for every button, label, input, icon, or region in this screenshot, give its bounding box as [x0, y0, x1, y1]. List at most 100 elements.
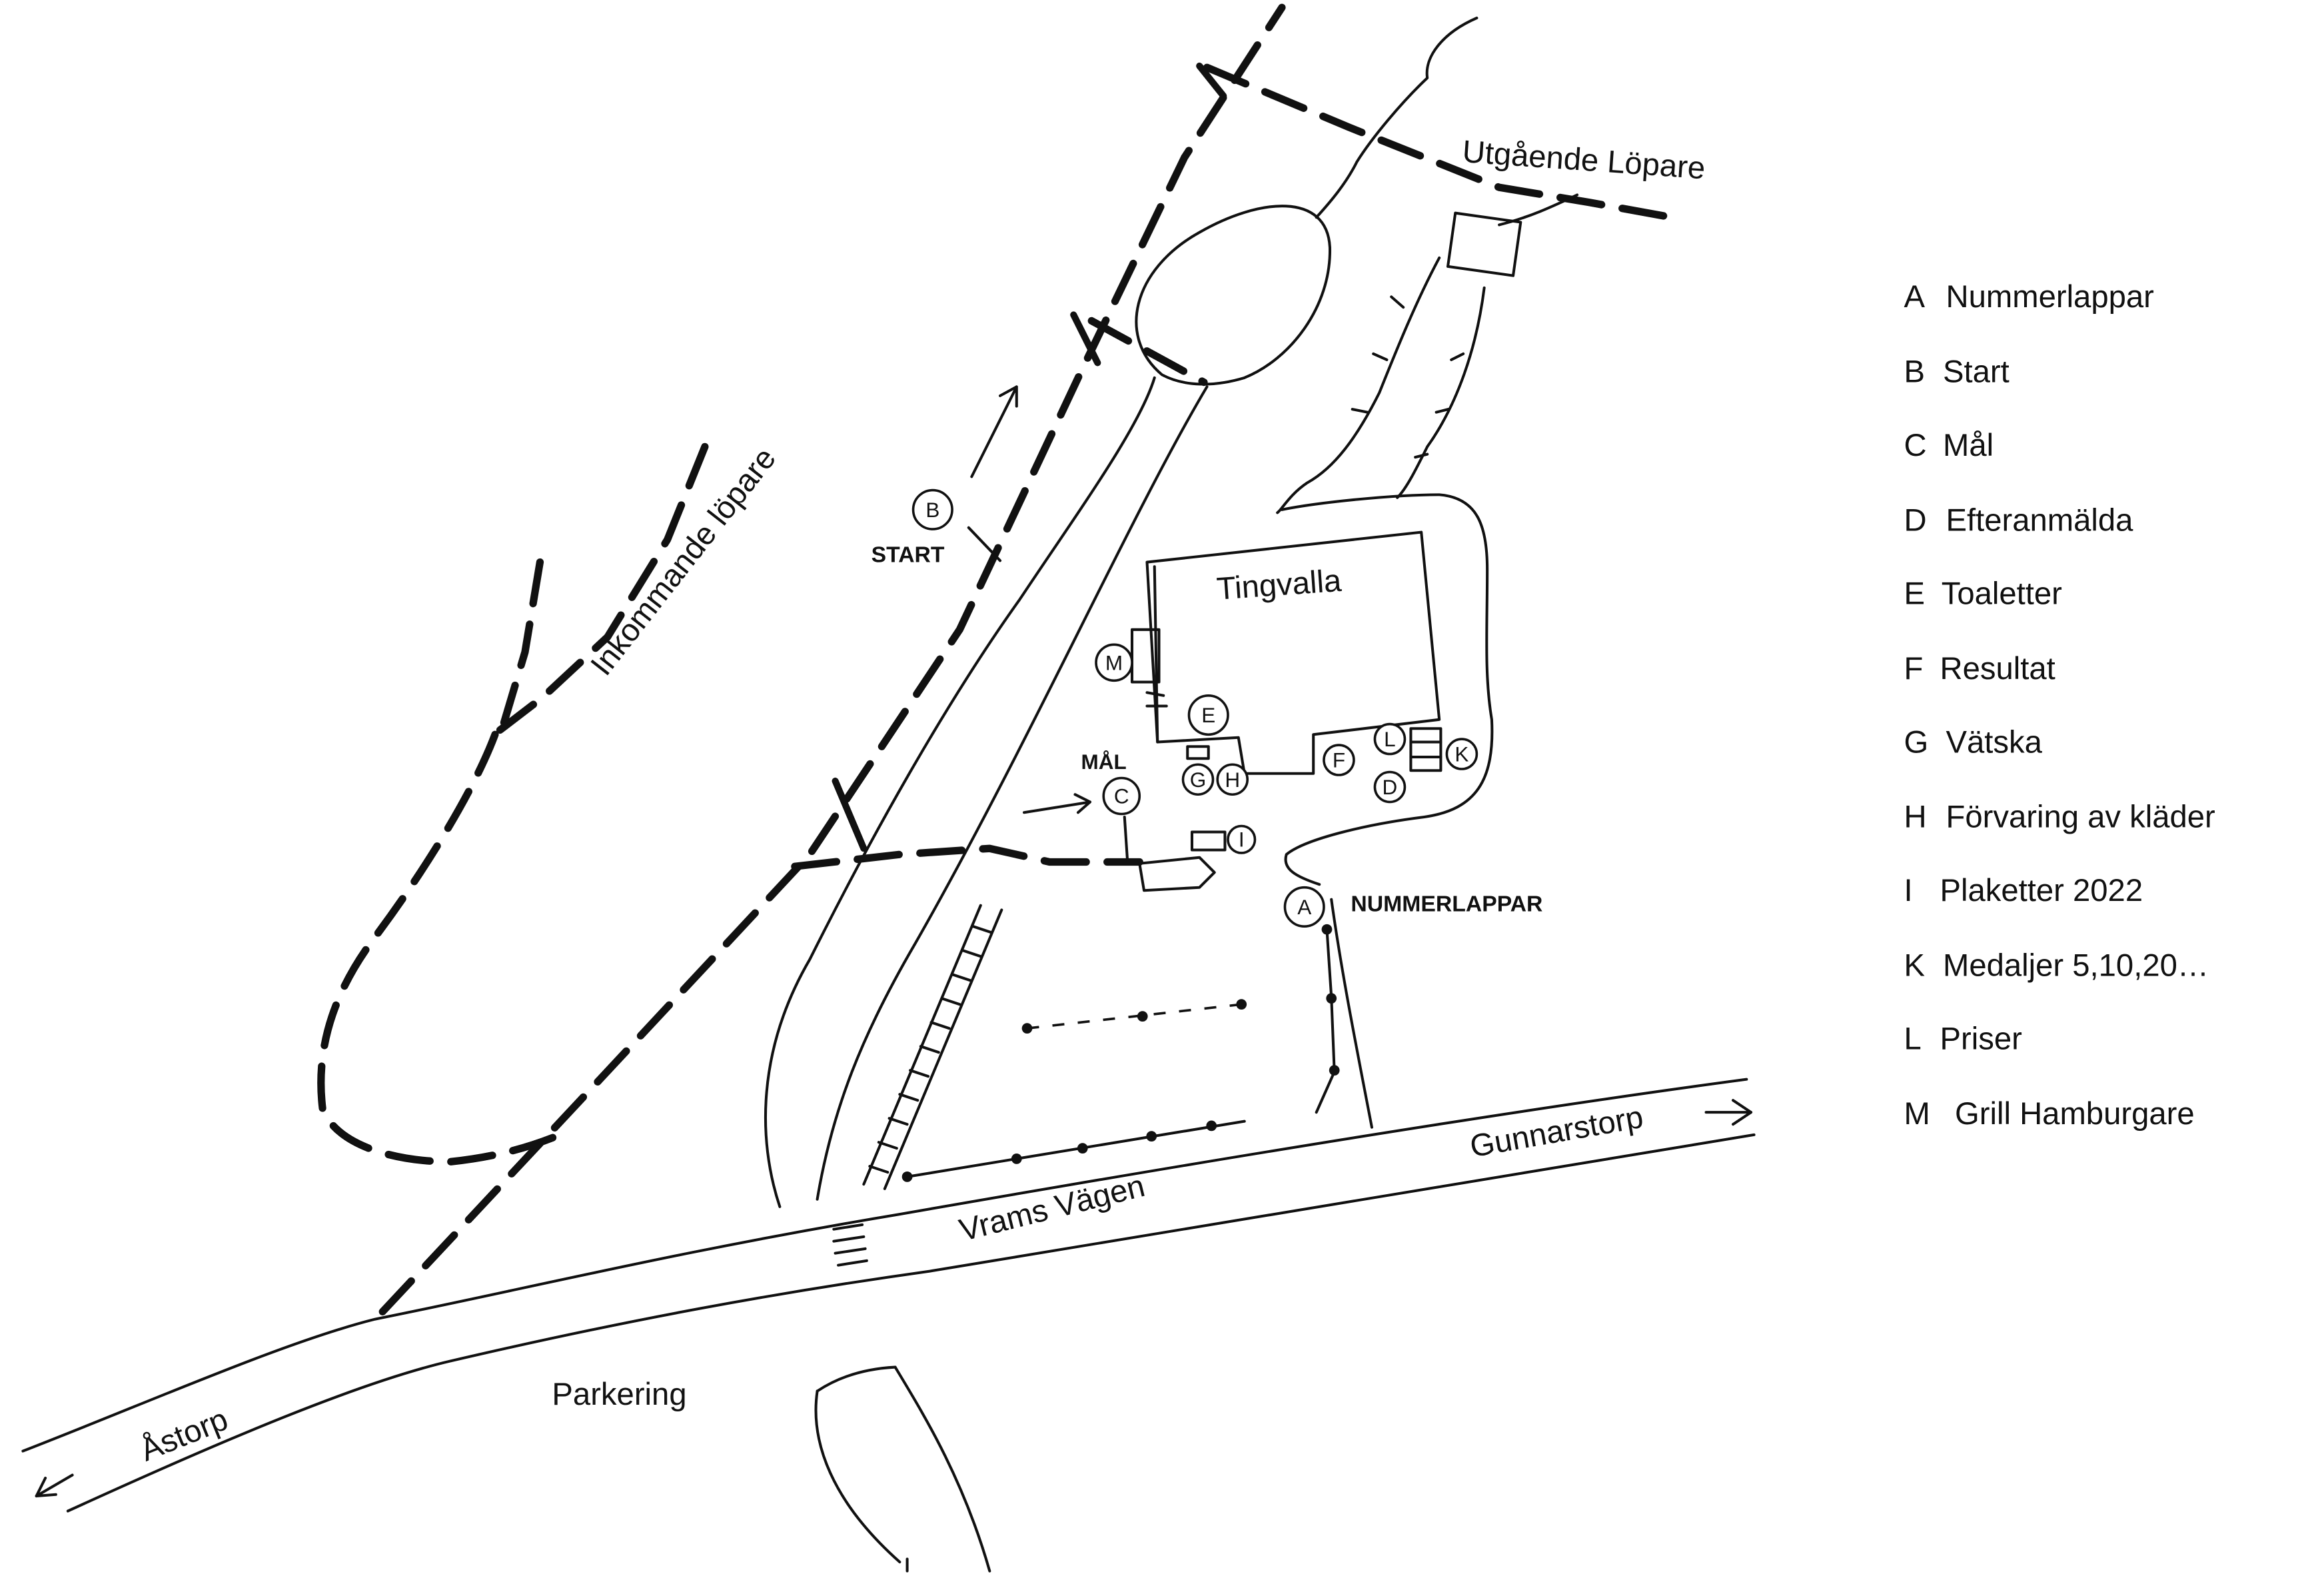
legend-label: Plaketter 2022: [1940, 873, 2143, 908]
legend-key: L: [1904, 1022, 1922, 1057]
label-gunnarstorp: Gunnarstorp: [1467, 1100, 1646, 1165]
plaque-table: [1190, 830, 1227, 852]
road-bottom-edge: [66, 1133, 1756, 1513]
marker-l: L: [1373, 722, 1407, 756]
marker-m: M: [1095, 643, 1133, 682]
legend-item: L Priser: [1904, 1022, 2022, 1057]
label-parkering: Parkering: [552, 1377, 686, 1412]
svg-text:F: F: [1333, 748, 1345, 772]
route-incoming-b: [500, 558, 544, 726]
marker-b: B: [911, 488, 953, 530]
grill-tent: [1130, 628, 1161, 684]
svg-text:G: G: [1190, 768, 1207, 792]
route-main-diagonal: [378, 3, 1286, 1315]
legend-key: G: [1904, 724, 1929, 760]
road-vrams-vagen: [21, 1078, 1756, 1513]
legend-label: Toaletter: [1942, 576, 2062, 612]
route-incoming-a: [494, 442, 709, 736]
trail-corridor: [764, 376, 1209, 1208]
marker-i: I: [1227, 824, 1257, 854]
svg-text:D: D: [1383, 775, 1398, 799]
legend-item: M Grill Hamburgare: [1904, 1096, 2195, 1132]
svg-text:K: K: [1454, 742, 1468, 766]
legend-label: Medaljer 5,10,20…: [1943, 948, 2209, 983]
svg-text:E: E: [1201, 703, 1215, 727]
legend-label: Grill Hamburgare: [1955, 1096, 2195, 1132]
legend-item: I Plaketter 2022: [1904, 873, 2143, 908]
label-tingvalla: Tingvalla: [1215, 563, 1343, 607]
small-building: [1446, 211, 1522, 277]
marker-f: F: [1323, 744, 1355, 776]
legend-item: C Mål: [1904, 428, 1994, 463]
medal-table: [1409, 727, 1443, 772]
water-table: [1186, 745, 1210, 760]
marker-k: K: [1445, 738, 1478, 770]
legend-key: H: [1904, 800, 1927, 835]
legend-key: M: [1904, 1096, 1930, 1132]
label-mal: MÅL: [1081, 750, 1127, 774]
svg-text:B: B: [925, 498, 939, 522]
marker-g: G: [1181, 763, 1215, 796]
marker-a: A: [1283, 886, 1325, 928]
legend-label: Vätska: [1946, 724, 2043, 760]
legend-label: Resultat: [1940, 651, 2055, 686]
svg-text:M: M: [1105, 650, 1123, 674]
road-top-edge: [21, 1078, 1748, 1453]
finish-post: [1123, 815, 1129, 864]
label-start: START: [872, 542, 945, 568]
label-nummerlappar: NUMMERLAPPAR: [1351, 892, 1542, 917]
tingvalla-building: [1145, 530, 1441, 775]
finish-direction-arrow-icon: [1023, 793, 1092, 814]
parking-access-road: [814, 1365, 991, 1573]
tingvalla-area: [1280, 493, 1494, 1129]
svg-text:C: C: [1114, 784, 1129, 808]
stations: [1123, 628, 1443, 892]
finish-arch: [1138, 856, 1216, 892]
svg-text:H: H: [1225, 768, 1240, 792]
legend-key: E: [1904, 576, 1926, 612]
label-utgaende-lopare: Utgående Löpare: [1461, 134, 1706, 186]
start-line-mark: [967, 526, 1002, 562]
pond: [1135, 205, 1331, 386]
legend-label: Mål: [1943, 428, 1994, 463]
marker-h: H: [1216, 763, 1249, 796]
fences: [901, 924, 1340, 1182]
legend-label: Nummerlappar: [1946, 279, 2154, 315]
start-direction-arrow-icon: [970, 385, 1018, 478]
legend-item: A Nummerlappar: [1904, 279, 2154, 315]
legend-item: H Förvaring av kläder: [1904, 800, 2215, 835]
legend-key: K: [1904, 948, 1926, 983]
svg-text:L: L: [1384, 727, 1396, 751]
legend-item: E Toaletter: [1904, 576, 2062, 612]
legend-item: G Vätska: [1904, 724, 2043, 760]
route-finish-link: [791, 844, 1143, 870]
running-routes: [317, 3, 1676, 1315]
legend-key: A: [1904, 279, 1926, 315]
label-vrams-vagen: Vrams Vägen: [956, 1168, 1149, 1248]
arrow-right-icon: [1704, 1099, 1753, 1126]
svg-text:I: I: [1239, 828, 1245, 852]
route-pond-branch: [1087, 317, 1208, 387]
hatched-strip: [862, 904, 1003, 1190]
crosswalk: [832, 1223, 868, 1267]
tree-lines: [1276, 16, 1579, 514]
legend-key: B: [1904, 355, 1926, 390]
legend-key: F: [1904, 651, 1924, 686]
marker-c: C: [1102, 776, 1141, 816]
marker-d: D: [1373, 770, 1407, 804]
legend-item: F Resultat: [1904, 651, 2055, 686]
route-outgoing: [1203, 63, 1676, 221]
route-mark-finish: [832, 777, 868, 852]
arrow-left-icon: [35, 1473, 74, 1498]
svg-text:A: A: [1297, 895, 1311, 919]
legend-key: D: [1904, 502, 1927, 538]
legend-label: Start: [1943, 355, 2010, 390]
label-inkommande-lopare: Inkommande löpare: [584, 441, 783, 682]
legend-key: I: [1904, 873, 1913, 908]
marker-e: E: [1187, 694, 1229, 736]
legend-label: Förvaring av kläder: [1946, 800, 2215, 835]
legend: A Nummerlappar B Start C Mål D Efteranmä…: [1904, 279, 2215, 1132]
legend-item: K Medaljer 5,10,20…: [1904, 948, 2209, 983]
legend-label: Efteranmälda: [1946, 502, 2134, 538]
legend-label: Priser: [1940, 1022, 2022, 1057]
